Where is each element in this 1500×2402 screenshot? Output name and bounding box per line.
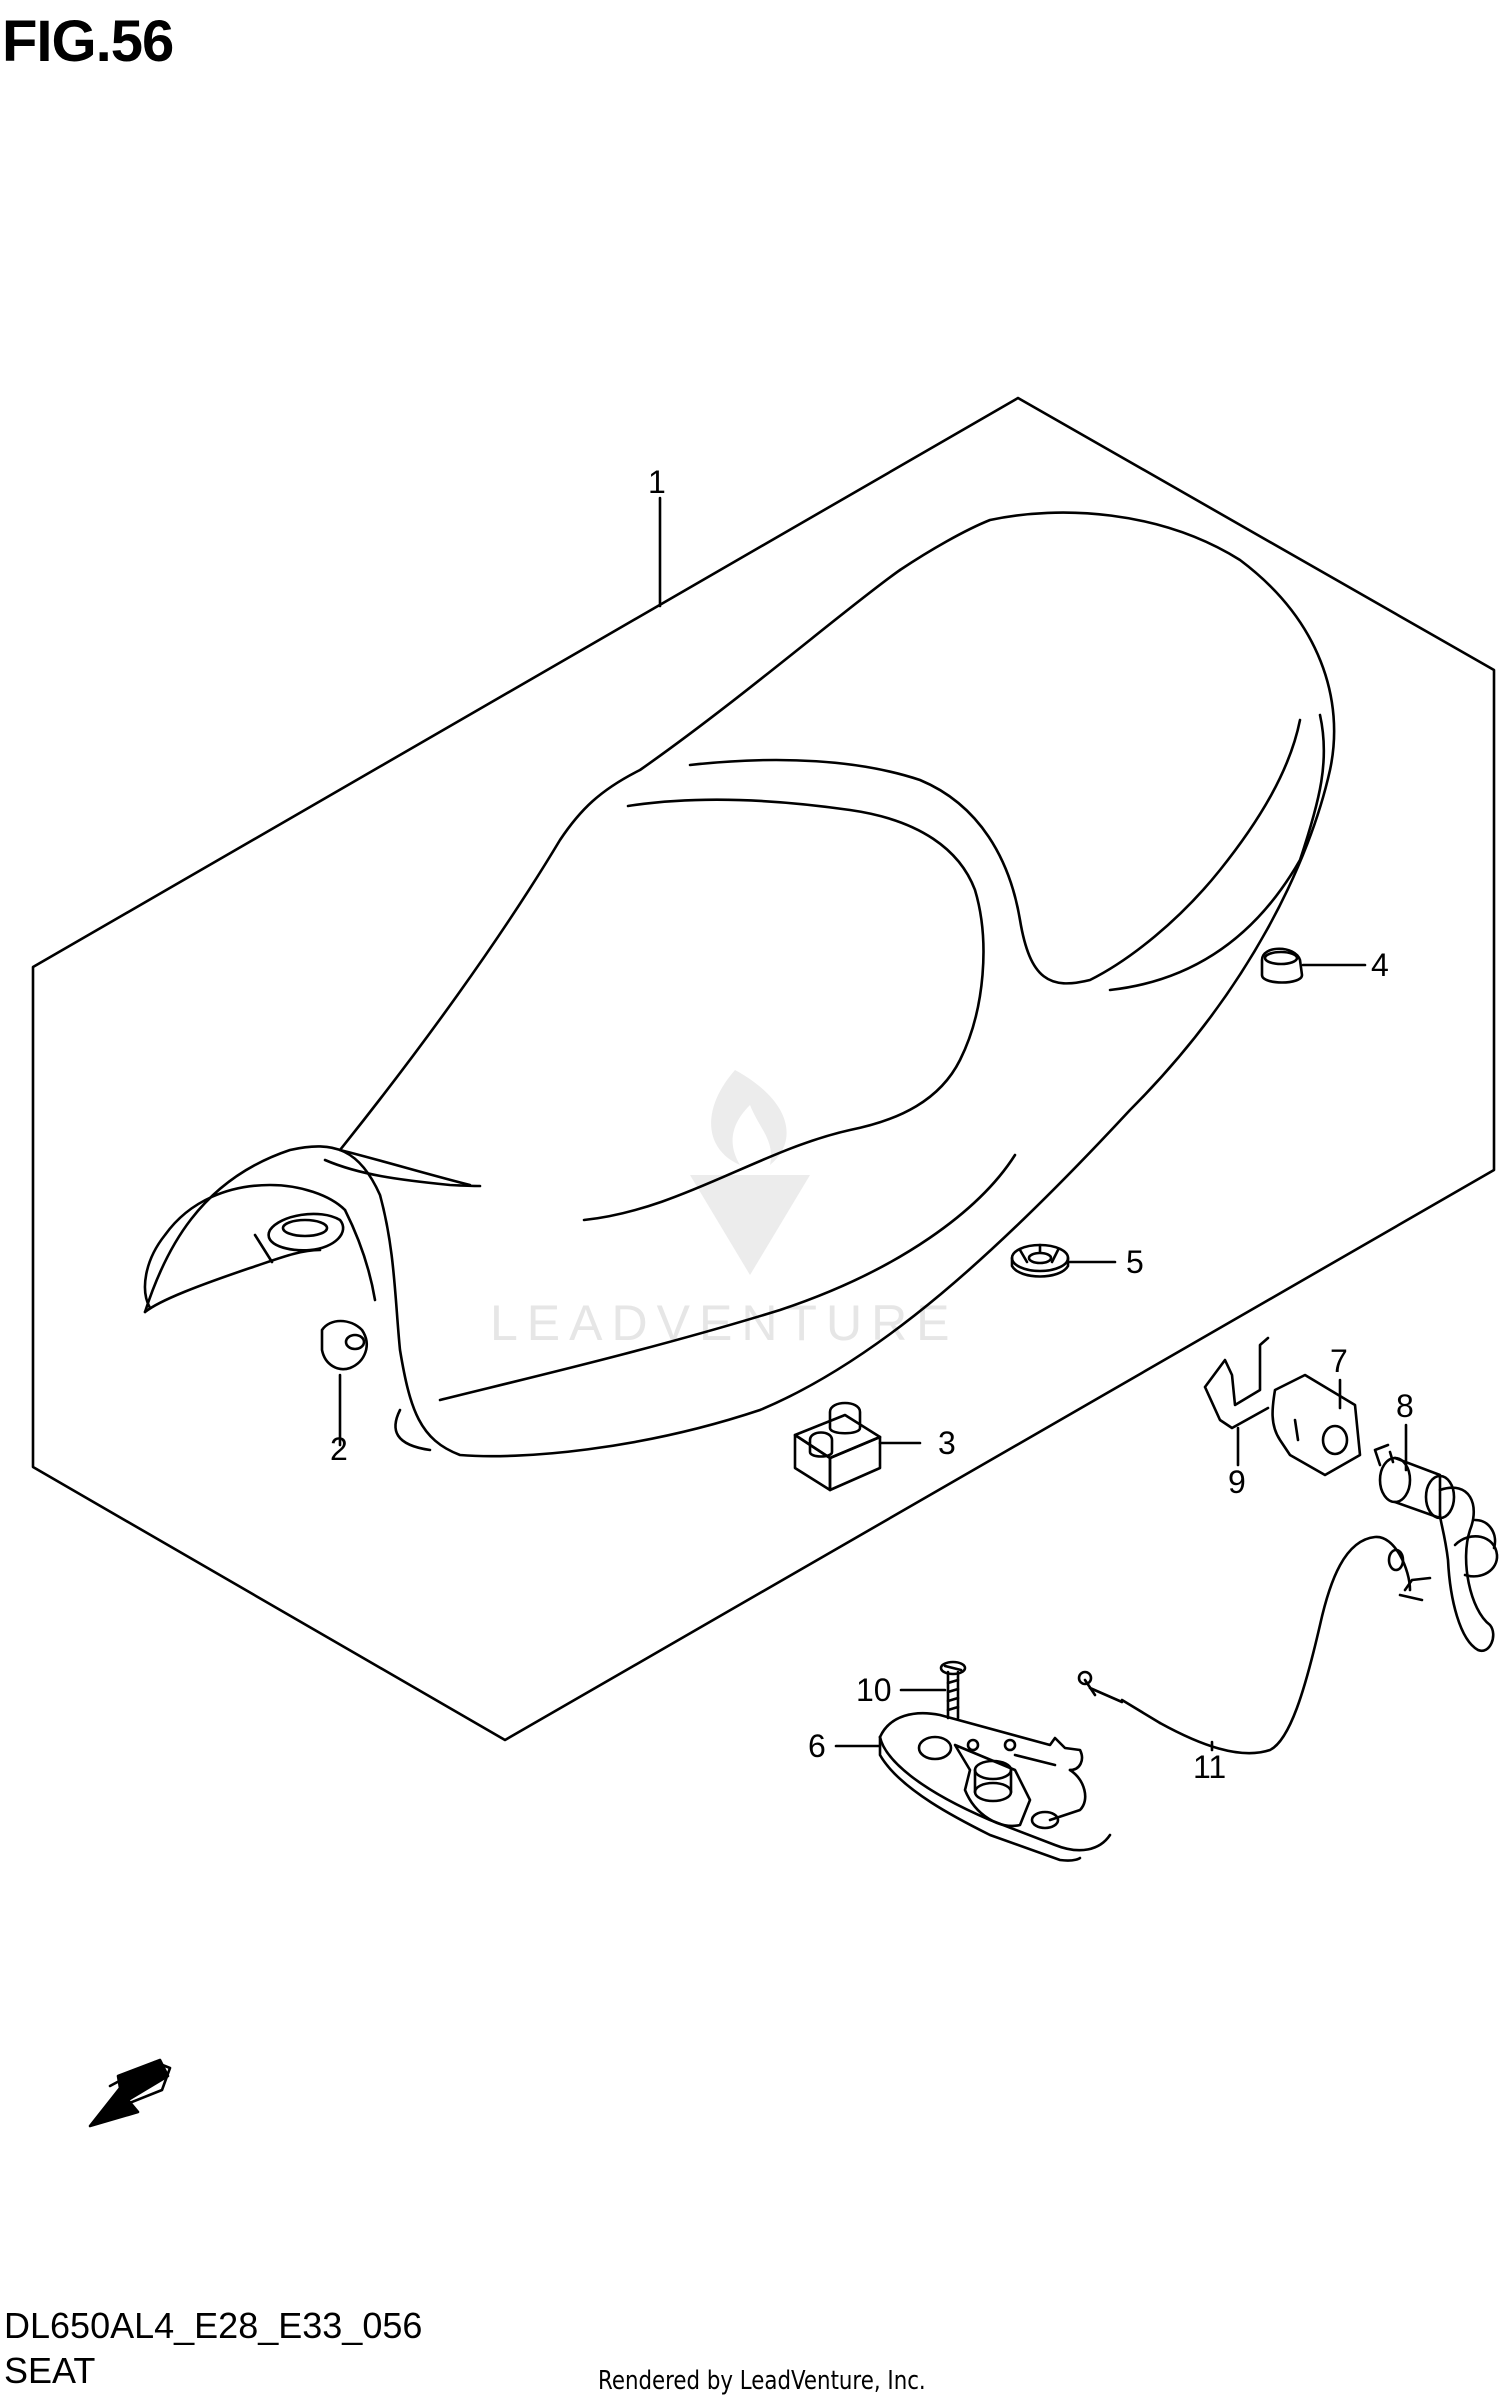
- figure-title: FIG.56: [2, 9, 174, 74]
- lock-bracket-7: [1271, 1373, 1362, 1477]
- seat-lock-cylinder-8: [1373, 1443, 1499, 1653]
- callout-5: 5: [1126, 1244, 1144, 1280]
- leadventure-flame-logo: [690, 1070, 810, 1275]
- callout-1: 1: [648, 464, 666, 500]
- callout-2: 2: [330, 1431, 348, 1467]
- assembly-boundary: [31, 396, 1496, 1742]
- callout-11: 11: [1193, 1749, 1226, 1785]
- callout-6: 6: [808, 1728, 826, 1764]
- clip-9: [1203, 1336, 1270, 1430]
- seat-lock-assembly-6: [878, 1711, 1112, 1862]
- render-credit: Rendered by LeadVenture, Inc.: [598, 2366, 926, 2396]
- callout-9: 9: [1228, 1464, 1246, 1500]
- screw-10: [939, 1660, 967, 1720]
- watermark-brand: LEADVENTURE: [490, 1295, 959, 1351]
- callout-labels: 1 2 3 4 5 6 7 8 9 10 11: [330, 464, 1414, 1785]
- leadventure-watermark: LEADVENTURE: [490, 1070, 959, 1351]
- fwd-arrow-icon: [88, 2058, 172, 2128]
- cushion-rubber-2: [320, 1319, 368, 1371]
- callout-10: 10: [856, 1672, 892, 1708]
- lock-cable-11: [1077, 1535, 1432, 1755]
- cushion-rubber-4: [1260, 947, 1304, 984]
- callout-4: 4: [1371, 947, 1389, 983]
- seat-bracket-3: [793, 1401, 882, 1492]
- grommet-5: [1010, 1243, 1070, 1278]
- figure-name: SEAT: [4, 2350, 96, 2391]
- callout-7: 7: [1330, 1343, 1348, 1379]
- seat-assembly-drawing: [143, 511, 1336, 1458]
- callout-3: 3: [938, 1425, 956, 1461]
- model-code: DL650AL4_E28_E33_056: [4, 2305, 423, 2346]
- callout-8: 8: [1396, 1388, 1414, 1424]
